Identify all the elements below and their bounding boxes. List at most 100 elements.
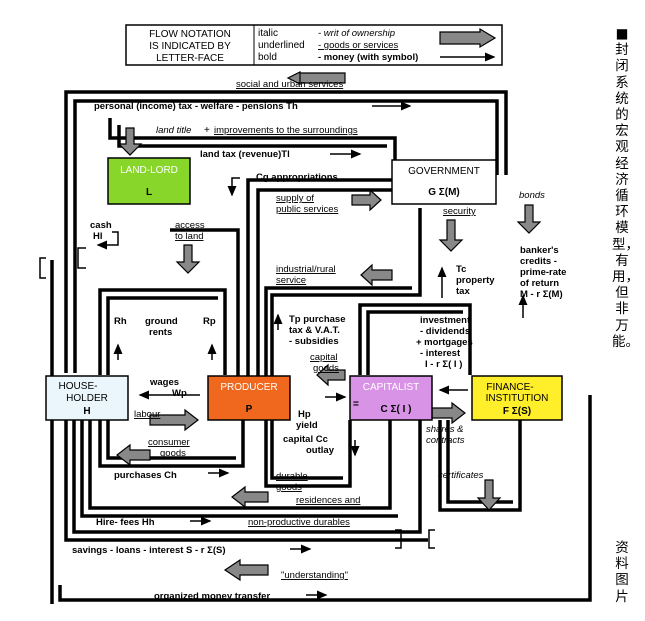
legend-bold-style: bold bbox=[258, 52, 277, 63]
household-title-2: HOLDER bbox=[66, 393, 108, 404]
arrow-social-services-icon bbox=[286, 71, 346, 85]
label-banker-credits-4: of return bbox=[520, 278, 559, 289]
label-rp: Rp bbox=[203, 316, 216, 327]
label-banker-credits-3: prime-rate bbox=[520, 267, 566, 278]
arrow-supply-public-icon bbox=[351, 188, 382, 212]
label-banker-credits-2: credits - bbox=[520, 256, 557, 267]
landlord-box: LAND-LORD L bbox=[107, 157, 191, 205]
label-hp: Hp bbox=[298, 409, 311, 420]
label-organized-money: organized money transfer bbox=[154, 591, 270, 602]
label-consumer-goods-1: consumer bbox=[148, 437, 190, 448]
label-labour: labour bbox=[134, 409, 160, 420]
label-investment-1: investment bbox=[420, 315, 471, 326]
arrow-down-bonds-icon bbox=[516, 204, 542, 234]
legend-italic-desc: - writ of ownership bbox=[318, 28, 395, 39]
label-supply-public-1: supply of bbox=[276, 193, 314, 204]
label-tp-1: Tp purchase bbox=[289, 314, 346, 325]
label-supply-public-2: public services bbox=[276, 204, 339, 215]
label-banker-credits-5: M - r Σ(M) bbox=[520, 289, 563, 300]
label-access-land-1: access bbox=[175, 220, 205, 231]
label-cg-appropriations: Cg appropriations bbox=[256, 172, 338, 183]
label-savings: savings - loans - interest S - r Σ(S) bbox=[72, 545, 226, 556]
label-tc: Tc bbox=[456, 264, 466, 275]
label-understanding: "understanding" bbox=[281, 570, 348, 581]
legend-bold-desc: - money (with symbol) bbox=[318, 52, 418, 63]
government-symbol: G Σ(M) bbox=[428, 187, 460, 198]
label-durable-goods-1: durable bbox=[276, 471, 308, 482]
side-source: 资料图片 bbox=[615, 540, 629, 605]
legend-gray-arrow-icon bbox=[439, 27, 497, 49]
label-industrial-rural-1: industrial/rural bbox=[276, 264, 336, 275]
label-investment-4: - interest bbox=[420, 348, 461, 359]
arrow-labour-icon bbox=[149, 408, 199, 432]
label-banker-credits-1: banker's bbox=[520, 245, 559, 256]
government-title: GOVERNMENT bbox=[408, 166, 480, 177]
label-rh: Rh bbox=[114, 316, 127, 327]
label-investment-3: + mortgages bbox=[416, 337, 473, 348]
flow-labels: social and urban services personal (inco… bbox=[72, 79, 566, 602]
household-box: HOUSE- HOLDER H bbox=[45, 375, 129, 421]
label-tp-3: - subsidies bbox=[289, 336, 339, 347]
label-social-urban: social and urban services bbox=[236, 79, 343, 90]
label-tc-tax: tax bbox=[456, 286, 470, 297]
label-investment-5: I - r Σ( I ) bbox=[425, 359, 462, 370]
legend-title-2: IS INDICATED BY bbox=[149, 41, 231, 52]
label-yield: yield bbox=[296, 420, 318, 431]
arrow-capital-goods-icon bbox=[316, 363, 346, 387]
legend-underline-style: underlined bbox=[258, 40, 305, 51]
legend-title-3: LETTER-FACE bbox=[156, 53, 224, 64]
label-hire-fees: Hire- fees Hh bbox=[96, 517, 155, 528]
finance-title-2: INSTITUTION bbox=[486, 393, 549, 404]
landlord-title: LAND-LORD bbox=[120, 165, 178, 176]
landlord-symbol: L bbox=[146, 187, 152, 198]
arrow-down-access-land-icon bbox=[175, 244, 201, 274]
label-ground: ground bbox=[145, 316, 178, 327]
arrow-understanding-icon bbox=[223, 558, 269, 582]
finance-box: FINANCE- INSTITUTION F Σ(S) bbox=[471, 375, 563, 421]
flow-channels bbox=[50, 90, 592, 604]
label-capital-cc: capital Cc bbox=[283, 434, 328, 445]
label-residences: residences and bbox=[296, 495, 360, 506]
household-symbol: H bbox=[83, 406, 90, 417]
label-consumer-goods-2: goods bbox=[160, 448, 186, 459]
label-cash-hl: Hl bbox=[93, 231, 103, 242]
label-investment-2: - dividends bbox=[420, 326, 470, 337]
side-note: ■封闭系统的宏观经济循环模型，有用，但非万能。 bbox=[612, 26, 639, 350]
label-shares: shares & bbox=[426, 424, 464, 435]
arrow-shares-icon bbox=[431, 401, 466, 425]
government-box: GOVERNMENT G Σ(M) bbox=[391, 159, 497, 205]
producer-symbol: P bbox=[246, 404, 253, 415]
label-non-productive: non-productive durables bbox=[248, 517, 350, 528]
legend-underline-desc: - goods or services bbox=[318, 40, 399, 51]
finance-title-1: FINANCE- bbox=[486, 382, 533, 393]
money-arrows bbox=[96, 101, 528, 600]
gray-arrows bbox=[116, 71, 542, 582]
label-improvements: improvements to the surroundings bbox=[214, 125, 358, 136]
bracket-marks bbox=[39, 247, 435, 549]
label-rents: rents bbox=[149, 327, 172, 338]
capitalist-symbol: C Σ( I ) bbox=[381, 404, 412, 415]
producer-box: PRODUCER P bbox=[207, 375, 291, 421]
label-cash: cash bbox=[90, 220, 112, 231]
label-land-title: land title bbox=[156, 125, 191, 136]
capitalist-box: CAPITALIST = C Σ( I ) bbox=[349, 375, 433, 421]
legend: FLOW NOTATION IS INDICATED BY LETTER-FAC… bbox=[125, 24, 503, 66]
label-wages: wages bbox=[149, 377, 179, 388]
finance-symbol: F Σ(S) bbox=[503, 406, 531, 417]
label-capital-goods-2: goods bbox=[313, 363, 339, 374]
label-bonds: bonds bbox=[519, 190, 545, 201]
label-land-tax: land tax (revenue)Tl bbox=[200, 149, 290, 160]
label-wages-wp: Wp bbox=[172, 388, 187, 399]
label-security: security bbox=[443, 206, 476, 217]
household-title-1: HOUSE- bbox=[59, 381, 98, 392]
capitalist-title: CAPITALIST bbox=[363, 382, 420, 393]
label-capital-goods-1: capital bbox=[310, 352, 337, 363]
label-land-title-plus: + bbox=[204, 125, 210, 136]
label-access-land-2: to land bbox=[175, 231, 204, 242]
producer-title: PRODUCER bbox=[220, 382, 277, 393]
arrow-down-landlord-icon bbox=[117, 127, 143, 156]
legend-italic-style: italic bbox=[258, 28, 278, 39]
arrow-industrial-rural-icon bbox=[360, 263, 393, 287]
label-tc-property: property bbox=[456, 275, 495, 286]
